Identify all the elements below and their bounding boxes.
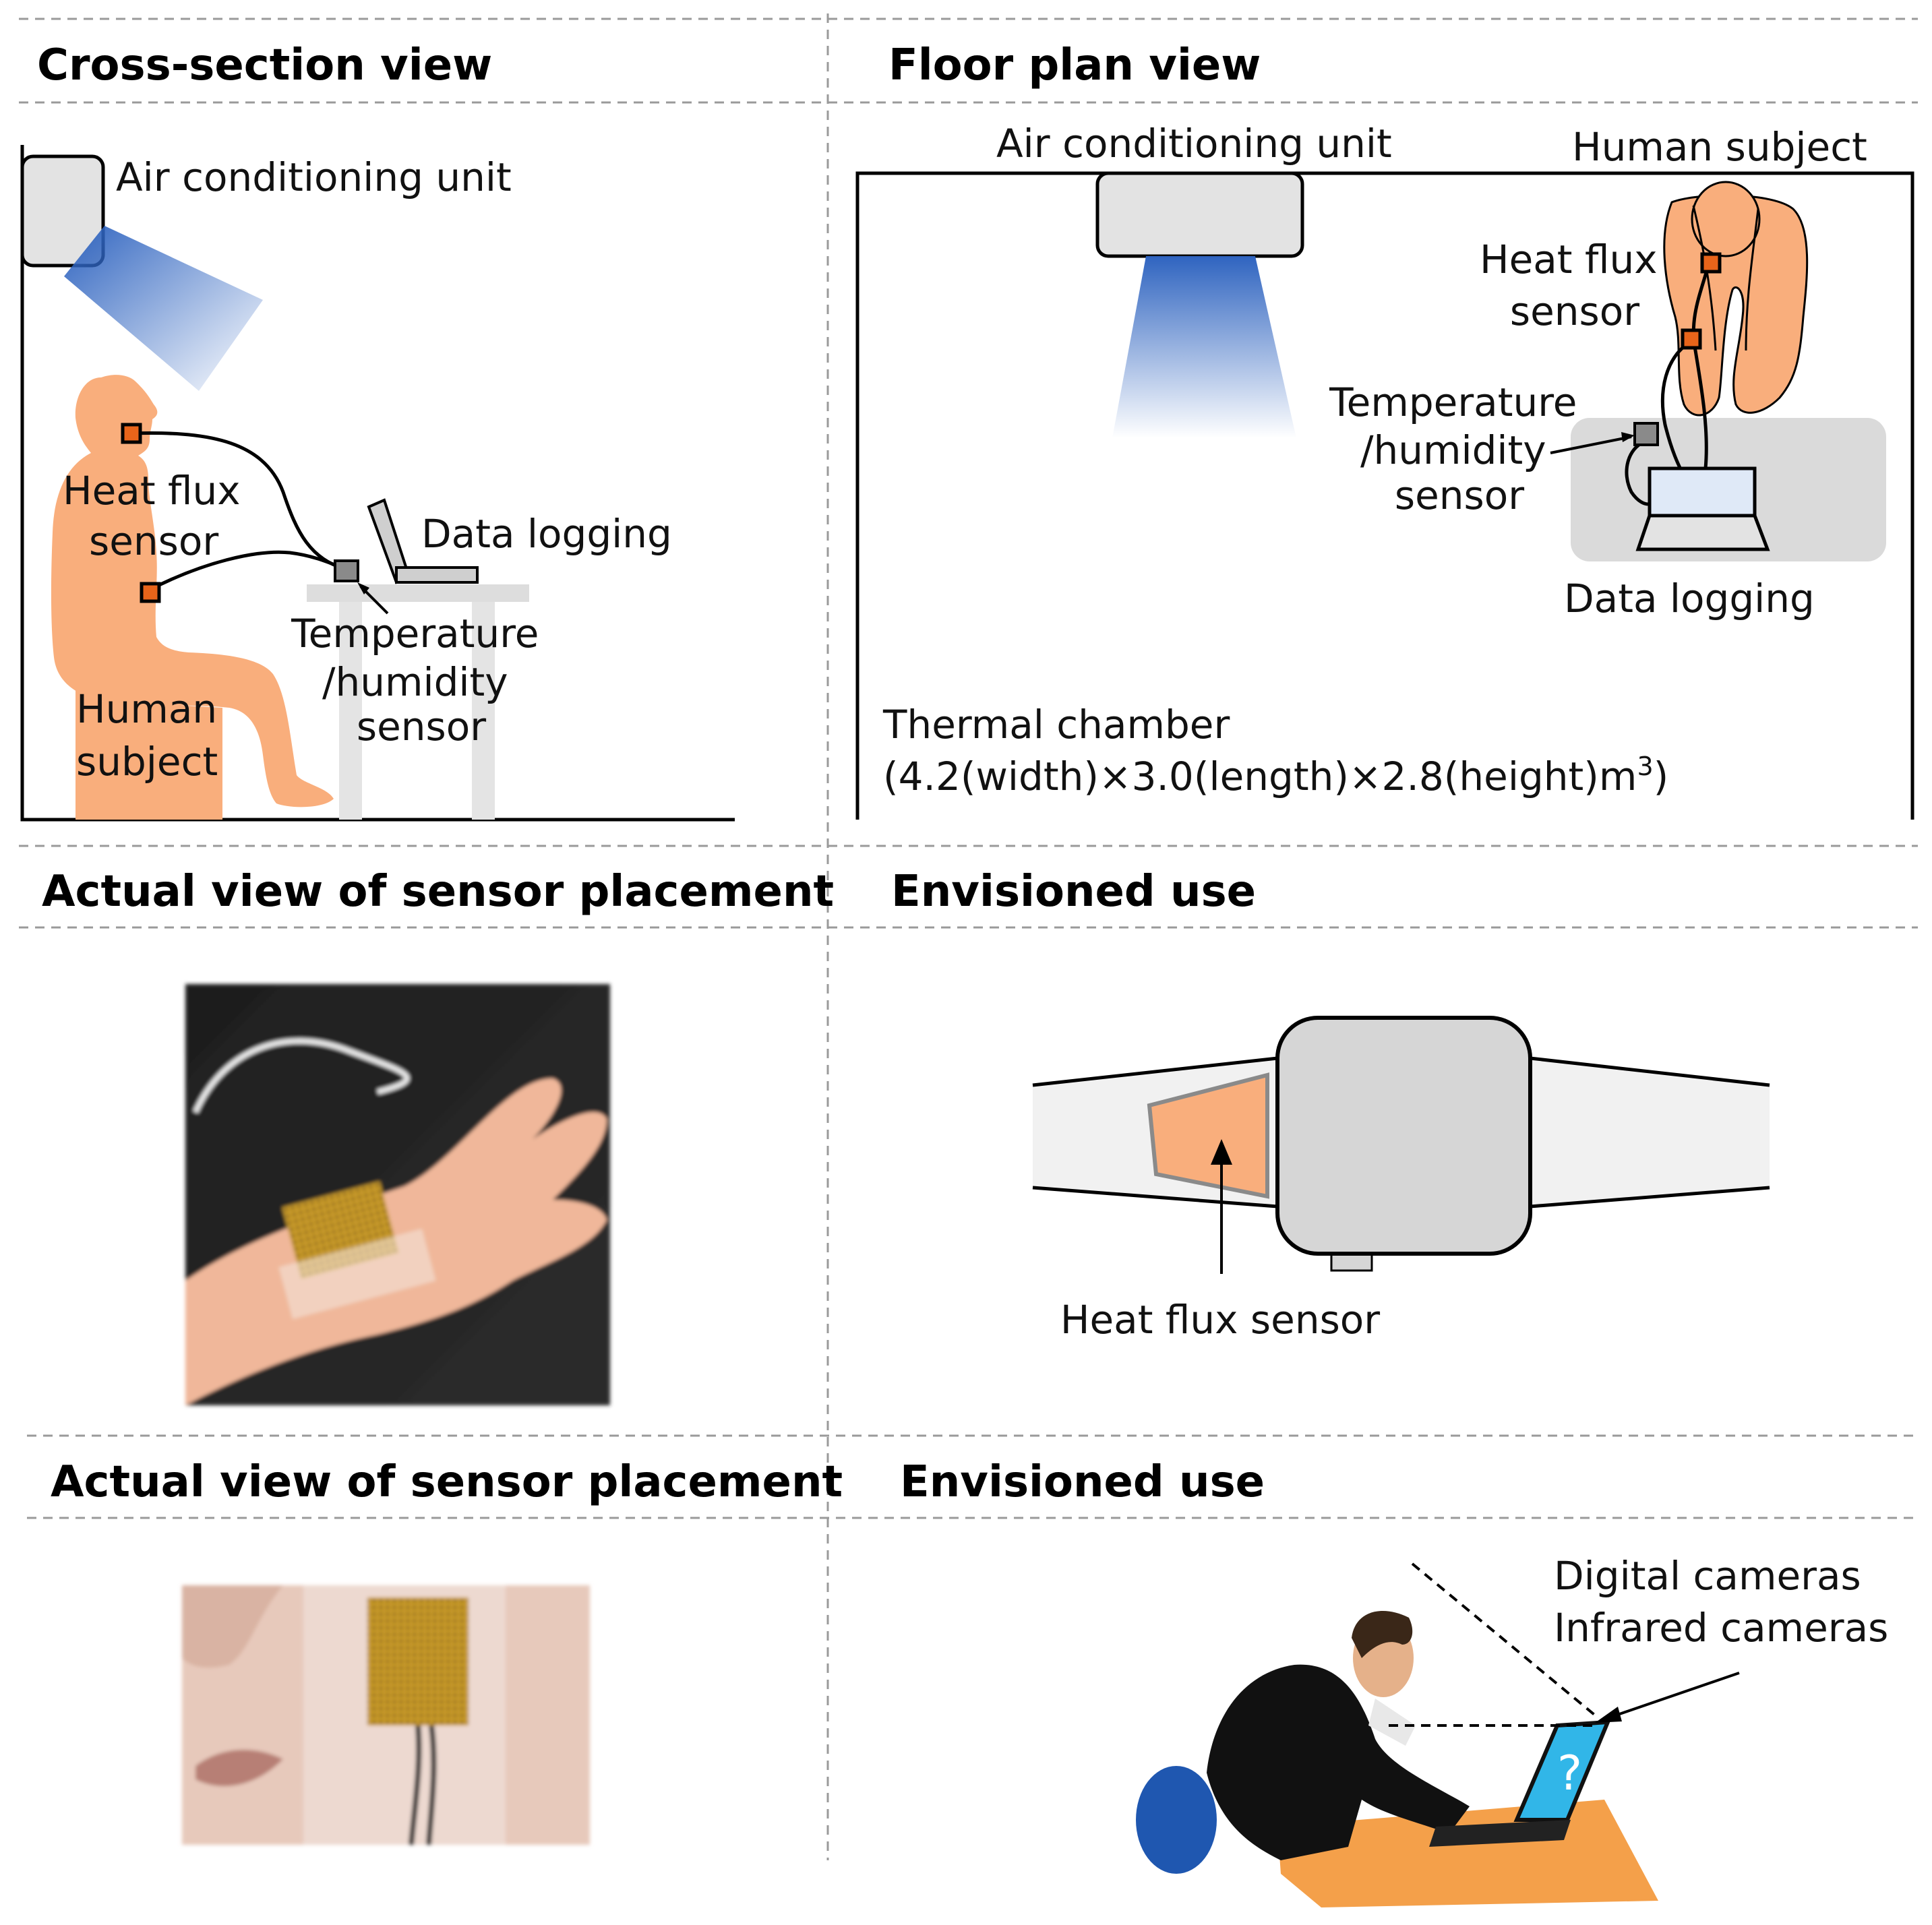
heat-flux-sensor-marker: [121, 423, 142, 444]
sensor-wire: [131, 431, 348, 572]
wrist-photo: [185, 984, 610, 1405]
envisioned-face-panel: Envisioned use Digital cameras Infrared …: [900, 1457, 1888, 1907]
fp-sensor-wire: [1625, 439, 1649, 506]
camera-labels: Digital cameras Infrared cameras: [1554, 1553, 1888, 1651]
fp-heat-flux-sensor-marker: [1681, 328, 1702, 350]
airflow-beam: [64, 226, 263, 391]
chamber-dims-label: (4.2(width)×3.0(length)×2.8(height)m3): [883, 752, 1668, 799]
floor-plan-title: Floor plan view: [888, 40, 1261, 90]
fp-sensor-wire: [1691, 262, 1711, 469]
ac-unit-label: Air conditioning unit: [116, 154, 512, 200]
fp-temp-humidity-sensor: [1633, 422, 1659, 446]
human-subject-label: Human subject: [76, 686, 230, 785]
man-at-laptop: [1207, 1611, 1470, 1860]
fp-data-logging-label: Data logging: [1564, 576, 1815, 621]
seated-human: [51, 375, 334, 807]
chair: [1136, 1766, 1217, 1874]
fp-ac-label: Air conditioning unit: [996, 121, 1392, 166]
cross-section-panel: Cross-section view Air conditioning unit…: [20, 40, 735, 822]
actual-wrist-panel: Actual view of sensor placement: [42, 867, 834, 1405]
fp-pointer-arrow: [1550, 435, 1632, 454]
table-top: [307, 584, 529, 602]
fp-human-topdown: [1663, 181, 1809, 417]
fp-airflow-beam: [1112, 256, 1296, 438]
actual-face-title: Actual view of sensor placement: [51, 1457, 843, 1507]
seated-human-legs: [76, 593, 222, 820]
fp-ac-unit: [1095, 171, 1304, 258]
watch-sensor-label: Heat flux sensor: [1060, 1297, 1380, 1343]
cross-section-title: Cross-section view: [37, 40, 492, 90]
fp-laptop-base: [1635, 514, 1770, 551]
actual-face-panel: Actual view of sensor placement: [51, 1457, 843, 1845]
fp-laptop-screen: [1648, 466, 1757, 518]
envisioned-wrist-title: Envisioned use: [891, 867, 1256, 917]
envisioned-wrist-panel: Envisioned use Heat flux sensor: [891, 867, 1770, 1343]
fp-heat-flux-sensor-marker: [1700, 252, 1722, 274]
watch-face: [1275, 1016, 1532, 1256]
face-photo: [182, 1585, 590, 1845]
chamber-wall: [855, 171, 1914, 820]
temp-humidity-sensor: [334, 559, 359, 582]
chamber-label: Thermal chamber: [882, 702, 1230, 747]
laptop-base: [395, 566, 479, 584]
data-logging-label: Data logging: [421, 511, 672, 557]
heat-flux-sensor-marker: [140, 582, 161, 603]
camera-pointer: [1605, 1672, 1740, 1720]
fp-human-label: Human subject: [1572, 124, 1867, 170]
smartwatch: [1032, 1016, 1770, 1272]
actual-wrist-title: Actual view of sensor placement: [42, 867, 834, 917]
ac-unit: [20, 154, 105, 268]
room-wall: [20, 145, 735, 822]
temp-humidity-label: Temperature /humidity sensor: [291, 611, 551, 750]
table-leg: [339, 602, 362, 820]
sensor-wire: [148, 550, 348, 592]
question-mark-icon: ?: [1557, 1746, 1582, 1801]
fe-laptop-base: [1429, 1820, 1571, 1847]
watch-heat-flux-sensor: [1147, 1072, 1269, 1199]
table-leg: [472, 602, 495, 820]
panel-grid-lines: [19, 13, 1918, 1860]
fp-temp-humidity-label: Temperature /humidity sensor: [1329, 379, 1590, 518]
heat-flux-label: Heat flux sensor: [63, 468, 253, 564]
floor-plan-panel: Floor plan view Air conditioning unit Hu…: [855, 40, 1914, 820]
fp-heat-flux-label: Heat flux sensor: [1480, 237, 1670, 334]
envisioned-face-title: Envisioned use: [900, 1457, 1265, 1507]
fp-sensor-wire: [1660, 338, 1693, 473]
camera-view-line: [1411, 1562, 1599, 1719]
